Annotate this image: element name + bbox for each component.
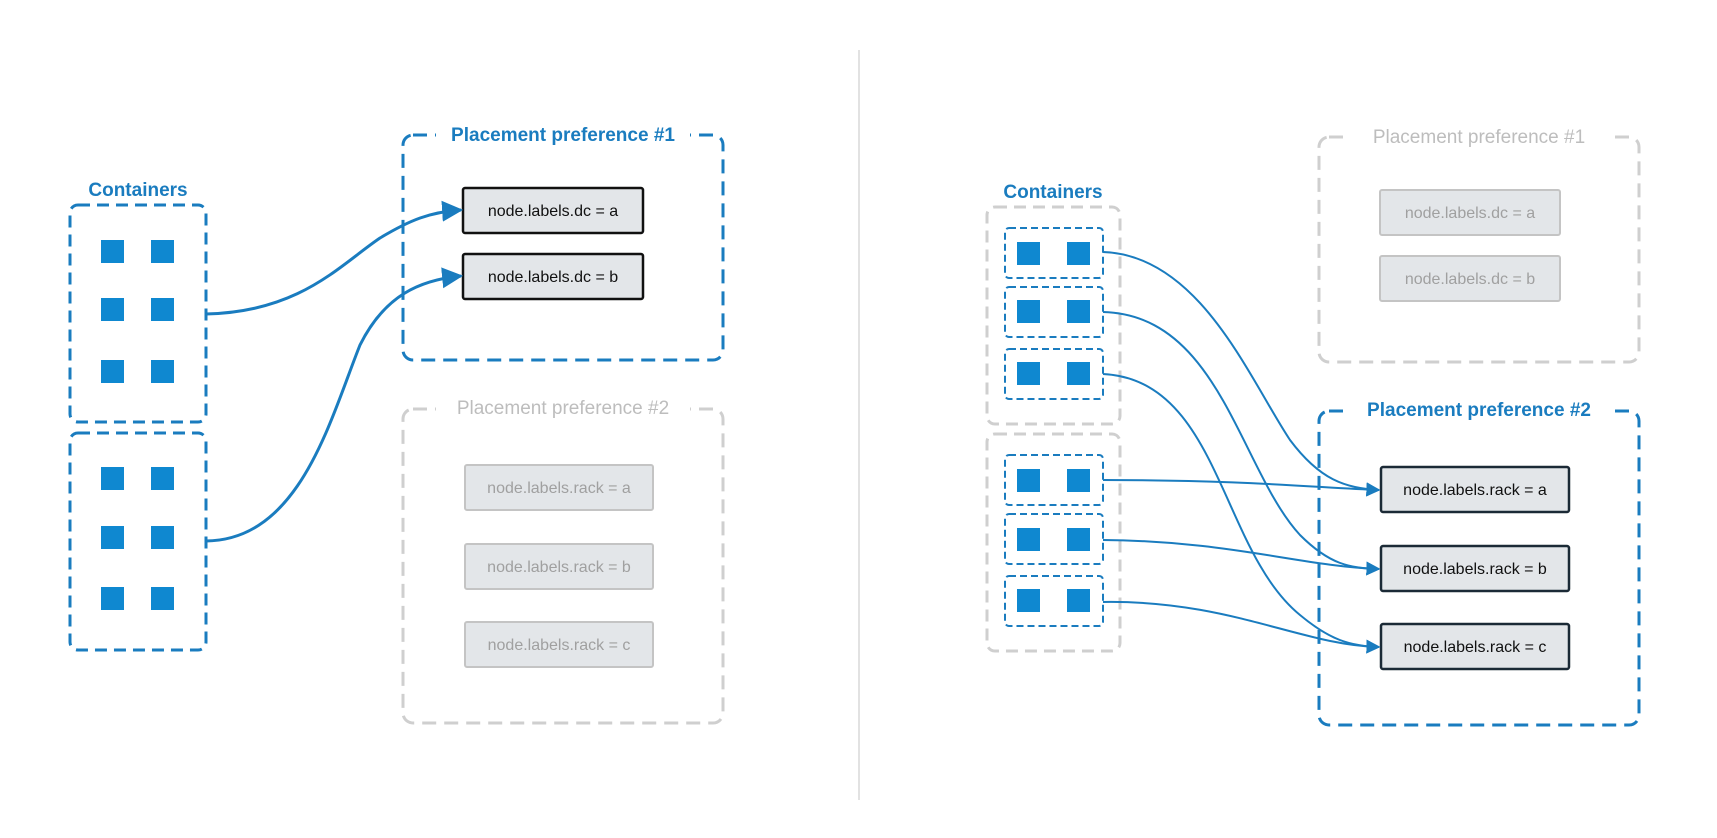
left-pref1-title: Placement preference #1 <box>451 125 675 146</box>
container-square <box>1017 589 1040 612</box>
right-pref2-title-bg <box>1350 396 1608 424</box>
container-square <box>101 298 124 321</box>
container-square <box>1067 469 1090 492</box>
left-rack-c-box <box>464 621 654 668</box>
left-container-squares <box>101 240 174 610</box>
container-square <box>1067 362 1090 385</box>
container-square <box>1067 589 1090 612</box>
right-dc-a-label: node.labels.dc = a <box>1405 205 1535 222</box>
right-container-pair-2 <box>1004 286 1104 338</box>
container-square <box>151 467 174 490</box>
right-rack-a-label: node.labels.rack = a <box>1403 482 1547 499</box>
container-square <box>101 526 124 549</box>
right-rack-b-box <box>1379 544 1571 593</box>
left-container-group-2 <box>68 431 208 652</box>
right-arrow-pair1-to-rack-a <box>1102 251 1381 497</box>
left-panel: Containers Placement preference #1 node.… <box>68 120 725 725</box>
container-square <box>151 526 174 549</box>
left-pref2-title: Placement preference #2 <box>457 398 669 419</box>
right-outer-group-1 <box>985 205 1122 426</box>
left-rack-b-box <box>464 543 654 590</box>
container-square <box>101 467 124 490</box>
container-square <box>1017 362 1040 385</box>
right-dc-b-label: node.labels.dc = b <box>1405 271 1535 288</box>
container-square <box>151 587 174 610</box>
container-square <box>101 240 124 263</box>
container-square <box>101 360 124 383</box>
right-rack-c-box <box>1379 622 1571 671</box>
right-pref2-title: Placement preference #2 <box>1367 400 1591 421</box>
right-pref1-title-bg <box>1350 122 1608 150</box>
right-rack-a-box <box>1379 465 1571 514</box>
right-dc-b-box <box>1379 255 1561 302</box>
right-pref2-frame <box>1317 409 1641 727</box>
left-arrow-group2-to-dc-b <box>205 267 464 543</box>
left-containers-title: Containers <box>88 180 187 201</box>
right-container-pair-4 <box>1004 454 1104 506</box>
right-pref1-frame <box>1317 135 1641 364</box>
left-container-group-1 <box>68 203 208 424</box>
left-dc-b-label: node.labels.dc = b <box>488 269 618 286</box>
right-outer-group-2 <box>985 432 1122 653</box>
left-dc-a-label: node.labels.dc = a <box>488 203 618 220</box>
container-square <box>151 298 174 321</box>
right-container-pair-1 <box>1004 227 1104 279</box>
container-square <box>1017 469 1040 492</box>
left-rack-b-label: node.labels.rack = b <box>487 559 631 576</box>
container-square <box>101 587 124 610</box>
right-containers-title: Containers <box>1003 182 1102 203</box>
right-container-squares <box>1017 242 1090 612</box>
container-square <box>1017 528 1040 551</box>
left-rack-a-box <box>464 464 654 511</box>
container-square <box>1067 242 1090 265</box>
left-arrow-group1-to-dc-a <box>205 200 464 316</box>
right-rack-c-label: node.labels.rack = c <box>1404 639 1547 656</box>
right-dc-a-box <box>1379 189 1561 236</box>
right-panel: Containers Placement preference # <box>985 122 1641 727</box>
left-rack-a-label: node.labels.rack = a <box>487 480 631 497</box>
right-arrow-pair4-to-rack-a <box>1102 479 1381 497</box>
container-square <box>1067 300 1090 323</box>
container-square <box>151 240 174 263</box>
left-rack-c-label: node.labels.rack = c <box>488 637 631 654</box>
left-pref1-title-bg <box>436 120 690 148</box>
left-pref1-frame <box>401 133 725 362</box>
right-arrow-pair6-to-rack-c <box>1102 600 1381 654</box>
right-container-pair-5 <box>1004 513 1104 565</box>
container-square <box>1017 300 1040 323</box>
right-arrow-pair5-to-rack-b <box>1102 539 1381 576</box>
right-arrow-pair2-to-rack-b <box>1102 311 1381 576</box>
right-container-pair-6 <box>1004 575 1104 627</box>
container-square <box>1067 528 1090 551</box>
left-pref2-frame <box>401 407 725 725</box>
right-container-pair-3 <box>1004 348 1104 400</box>
right-arrow-pair3-to-rack-c <box>1102 373 1381 654</box>
left-pref2-title-bg <box>436 394 690 422</box>
right-pref1-title: Placement preference #1 <box>1373 127 1585 148</box>
right-rack-b-label: node.labels.rack = b <box>1403 561 1547 578</box>
container-square <box>1017 242 1040 265</box>
container-square <box>151 360 174 383</box>
